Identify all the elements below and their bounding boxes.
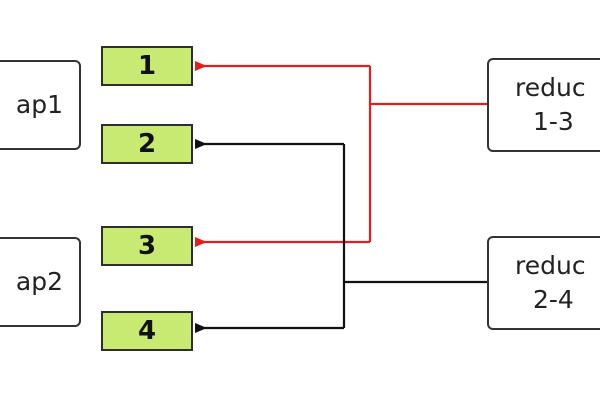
- reduce-node-2-4-range: 2-4: [533, 285, 574, 314]
- edge-reduce13-trunk: [368, 66, 488, 106]
- partition-4-label: 4: [137, 316, 157, 346]
- partition-4: 4: [101, 311, 193, 351]
- reduce-node-2-4-title: reduc: [515, 251, 586, 280]
- reduce-node-1-3: reduc 1-3: [487, 58, 600, 152]
- reduce-node-1-3-title: reduc: [515, 73, 586, 102]
- partition-1: 1: [101, 46, 193, 86]
- reduce-node-2-4: reduc 2-4: [487, 236, 600, 330]
- partition-2-label: 2: [137, 129, 157, 159]
- partition-3: 3: [101, 226, 193, 266]
- partition-3-label: 3: [137, 231, 157, 261]
- map-node-1-label: ap1: [15, 90, 63, 119]
- map-node-2: ap2: [0, 237, 81, 327]
- reduce-node-1-3-range: 1-3: [533, 107, 574, 136]
- map-node-1: ap1: [0, 60, 81, 150]
- partition-2: 2: [101, 124, 193, 164]
- partition-1-label: 1: [137, 51, 157, 81]
- map-node-2-label: ap2: [15, 267, 63, 296]
